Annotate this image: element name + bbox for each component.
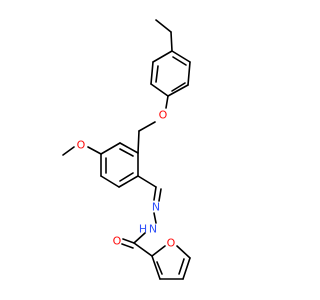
bond-imine-n-to-hydrazide-n <box>153 212 157 224</box>
ethyl-group <box>155 19 173 52</box>
middle-benzene-ring <box>100 142 139 188</box>
hydrazide-nitrogen-label: N <box>149 223 157 236</box>
furan-ring <box>151 245 191 280</box>
bond-ring2-a <box>119 142 139 154</box>
molecule-diagram: O O N N H O O <box>62 19 191 280</box>
bond-ring1-b <box>150 61 154 85</box>
carbonyl-group <box>121 238 153 257</box>
bond-furan-double-1 <box>178 258 185 275</box>
hydrazide-hydrogen-label: H <box>139 223 147 236</box>
top-phenyl-ring <box>150 50 191 97</box>
bond-ch-to-imine-n-b <box>158 188 162 202</box>
bond-ring1-double-1 <box>155 65 159 83</box>
bond-ring2-d <box>100 175 120 188</box>
hydrazone-linker <box>133 175 162 244</box>
bond-ethyl-ch3 <box>155 19 172 33</box>
bond-ring1-e <box>187 61 191 86</box>
atom-labels: O O N N H O O <box>77 109 176 250</box>
bond-ring2-double-3 <box>119 172 134 182</box>
furan-oxygen-label: O <box>167 237 176 250</box>
bond-ether-o-to-ch2 <box>138 121 156 132</box>
bond-furan-c2-to-o <box>151 245 166 257</box>
bond-ring1-double-3 <box>172 56 187 66</box>
bond-ring1-f <box>171 50 191 63</box>
bond-carbonyl-c-o-a <box>122 238 135 244</box>
bond-ring2-to-ch <box>137 175 157 188</box>
bond-ethyl-ch2 <box>170 31 173 52</box>
bond-ring1-a <box>152 50 173 63</box>
bond-furan-o-to-c5 <box>176 245 191 259</box>
bond-furan-double-2 <box>156 261 163 275</box>
bond-ch-to-imine-n-a <box>153 186 157 201</box>
bond-furan-c3-c2 <box>151 255 161 280</box>
bond-ring2-double-1 <box>119 148 134 157</box>
bond-ring1-to-ether-o <box>165 95 169 109</box>
bond-ring2-b <box>100 142 121 155</box>
methoxy-group <box>62 146 102 156</box>
bond-ring2-e <box>118 175 139 188</box>
ether-oxygen-label: O <box>159 109 168 122</box>
bond-ring1-double-2 <box>171 82 186 92</box>
imine-nitrogen-label: N <box>152 201 160 214</box>
structure-canvas: O O N N H O O <box>62 19 191 280</box>
bond-ch2-to-ring2 <box>137 130 140 154</box>
bond-furan-c5-c4 <box>182 257 191 280</box>
bond-carbonyl-c-o-b <box>121 243 134 249</box>
carbonyl-oxygen-label: O <box>113 235 122 248</box>
bond-ring1-d <box>167 84 189 97</box>
ether-linker <box>137 95 169 154</box>
bond-ring1-c <box>150 83 169 97</box>
bond-carbonyl-c-to-furan <box>133 242 153 257</box>
methoxy-oxygen-label: O <box>77 139 86 152</box>
bond-hydrazide-n-to-carbonyl-c <box>133 232 146 244</box>
bond-ring2-to-methoxy-o <box>87 146 102 155</box>
bond-methoxy-o-to-ch3 <box>62 146 75 156</box>
